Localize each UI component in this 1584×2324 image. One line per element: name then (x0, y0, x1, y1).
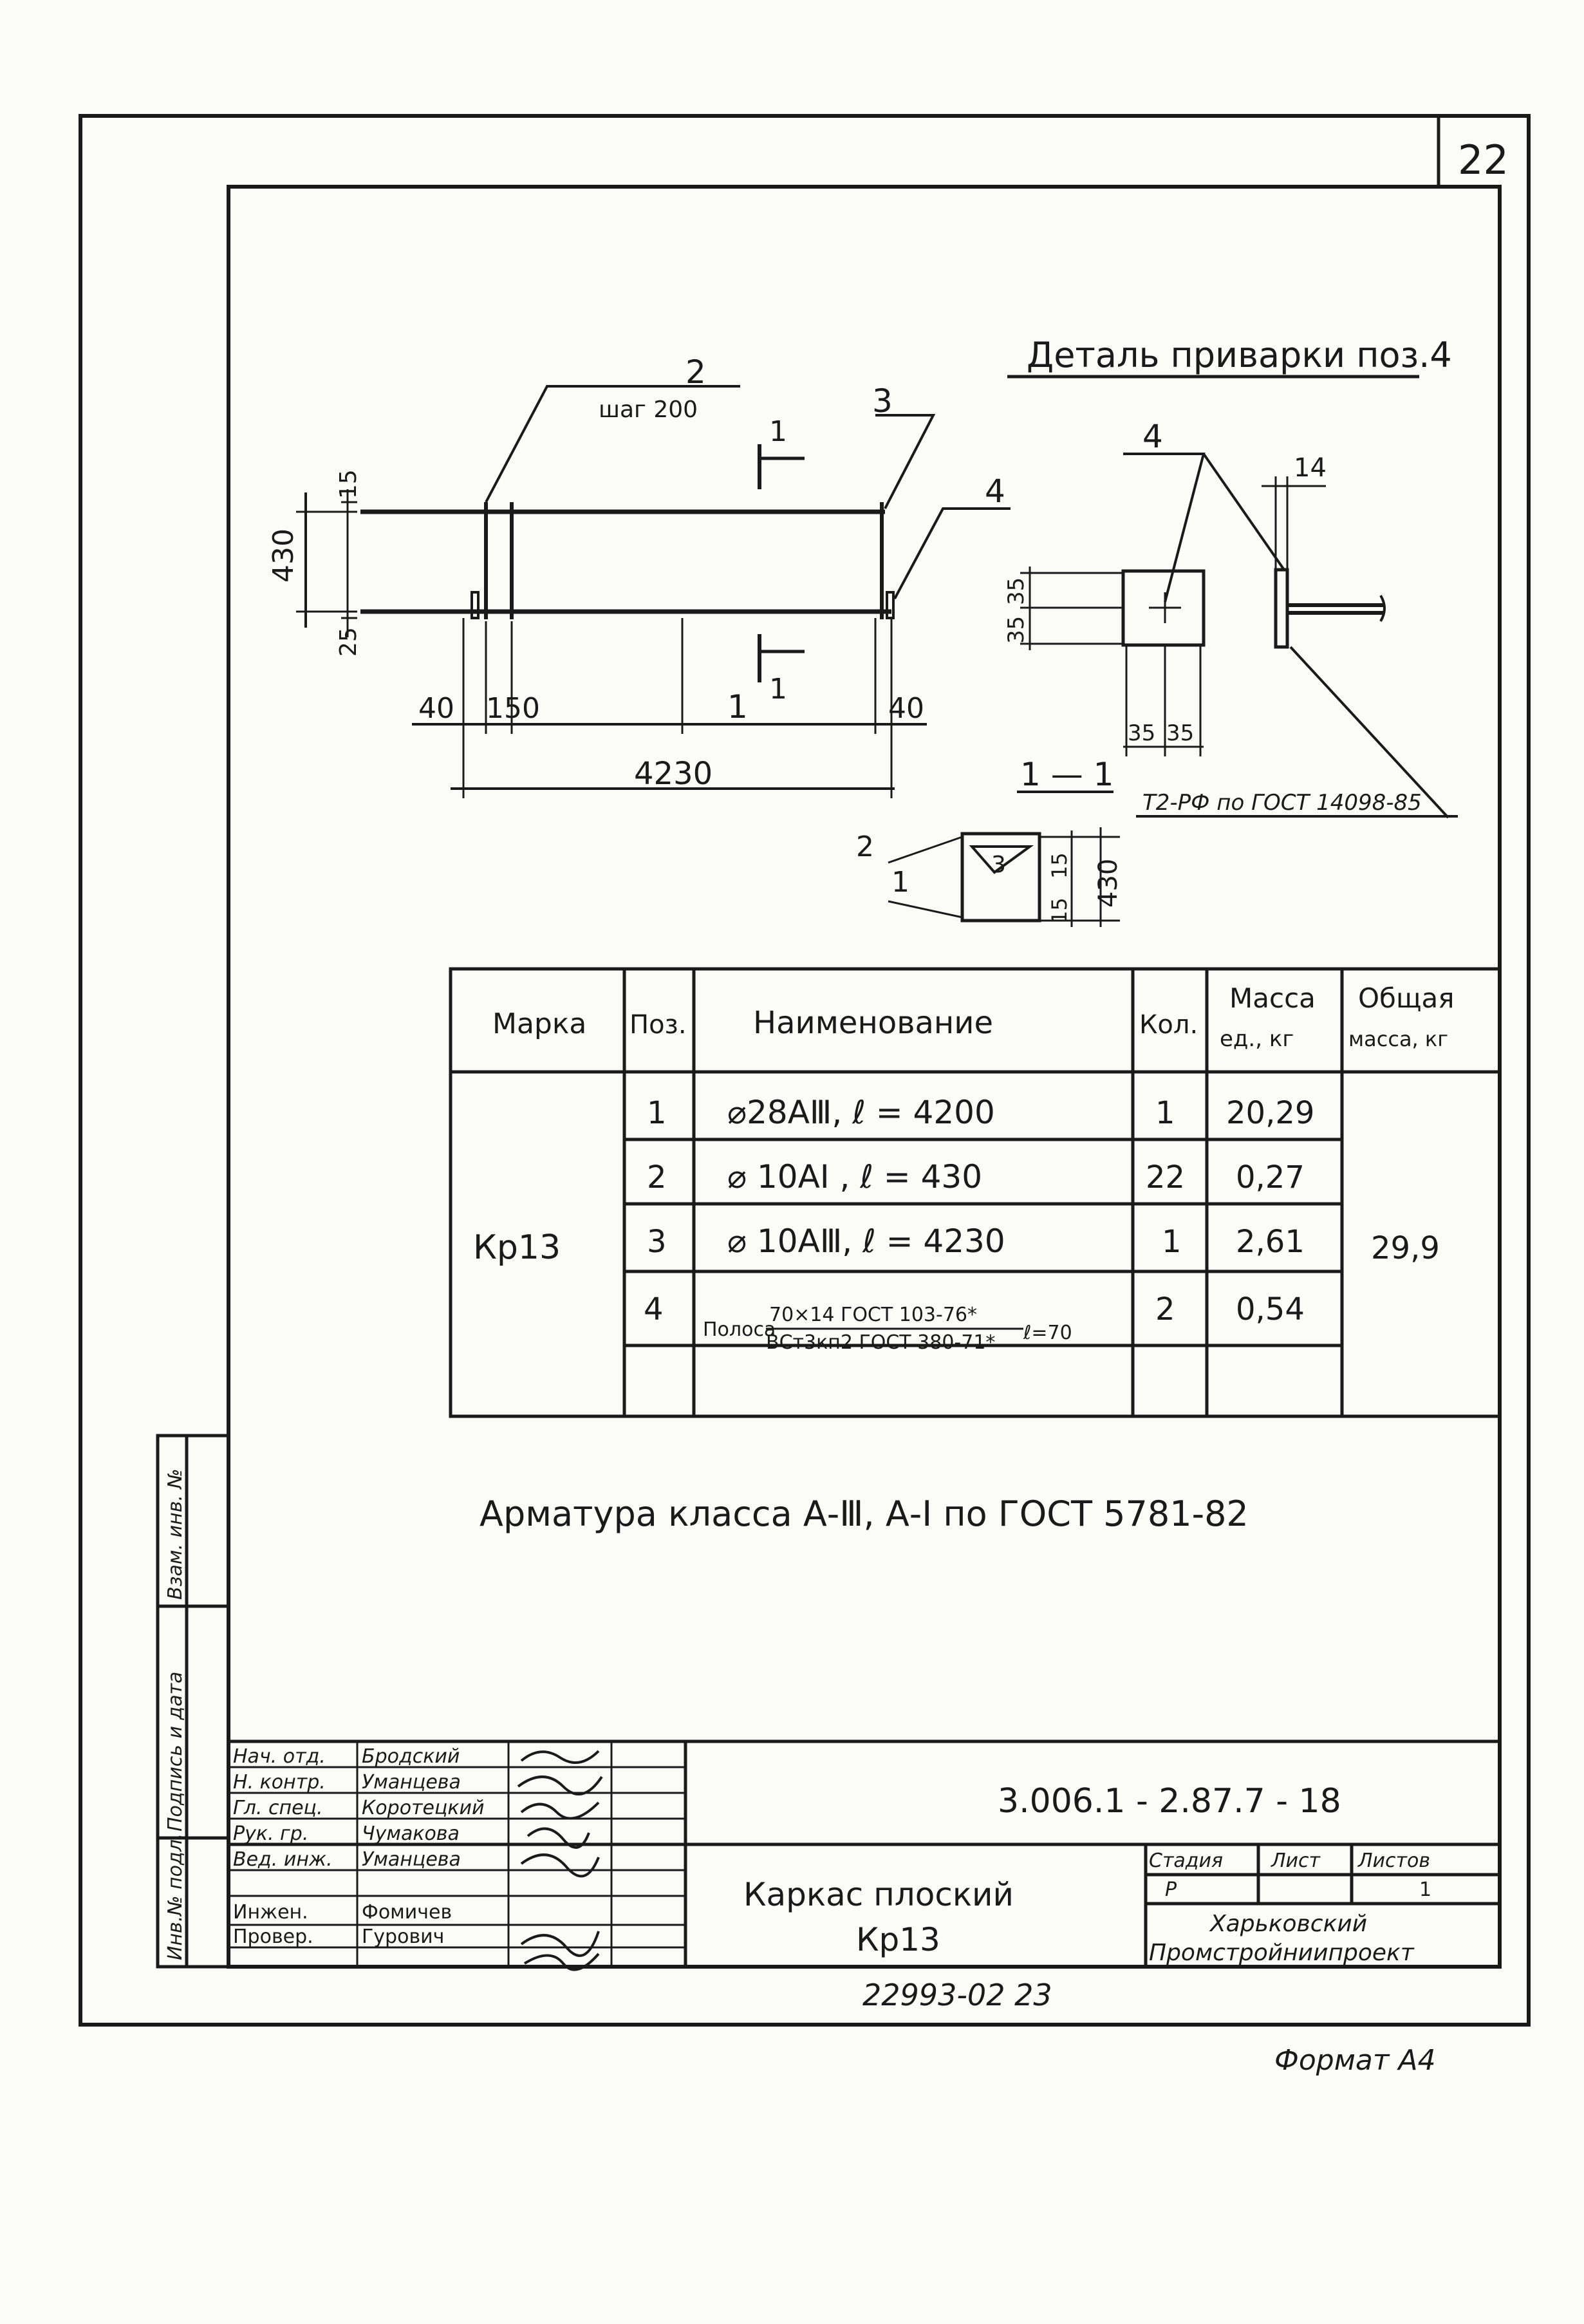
dim-35c: 35 (1128, 720, 1155, 746)
spec-table-grid (449, 967, 1502, 1418)
role-3: Рук. гр. (233, 1823, 308, 1845)
section-pos1: 1 (891, 866, 909, 899)
row3-mass: 2,61 (1236, 1224, 1305, 1260)
reinforcement-note: Арматура класса А-Ⅲ, А-I по ГОСТ 5781-82 (480, 1494, 1249, 1534)
name-0: Бродский (362, 1745, 460, 1768)
header-mark: Марка (492, 1007, 586, 1040)
header-unit-mass-1: Масса (1229, 982, 1316, 1014)
row1-mass: 20,29 (1226, 1095, 1314, 1131)
role-0: Нач. отд. (233, 1745, 326, 1768)
header-total-2: масса, кг (1348, 1027, 1448, 1051)
title-line-1: Каркас плоский (743, 1876, 1014, 1913)
row1-qty: 1 (1155, 1095, 1175, 1131)
header-total-1: Общая (1358, 982, 1455, 1014)
sheet-header: Лист (1271, 1850, 1321, 1872)
header-pos: Поз. (629, 1010, 687, 1040)
dim-14: 14 (1294, 453, 1327, 483)
dim-35b: 35 (1003, 616, 1029, 644)
section-1-1 (888, 791, 1120, 927)
row4-name-bottom: ВСт3кп2 ГОСТ 380-71* (766, 1331, 995, 1354)
name-4: Уманцева (362, 1848, 461, 1871)
side-stamp-cell1: Взам. инв. № (164, 1468, 187, 1600)
pos1-label: 1 (727, 688, 748, 726)
header-unit-mass-2: ед., кг (1220, 1026, 1294, 1052)
row2-name: ⌀ 10АI , ℓ = 430 (727, 1158, 982, 1195)
role-2: Гл. спец. (233, 1797, 322, 1819)
row3-pos: 3 (647, 1224, 667, 1260)
dim-25: 25 (335, 627, 362, 657)
detail-title: Деталь приварки поз.4 (1027, 335, 1452, 375)
row1-pos: 1 (647, 1095, 667, 1131)
title-line-2: Кр13 (856, 1921, 940, 1958)
sheet-number: 22 (1458, 136, 1509, 183)
section-pos3: 3 (991, 852, 1006, 878)
total-mass: 29,9 (1371, 1230, 1440, 1266)
section-mark-top: 1 (769, 415, 787, 448)
pos2-step: шаг 200 (599, 397, 698, 423)
bottom-number: 22993-02 23 (862, 1978, 1052, 2012)
dim-430: 430 (267, 529, 300, 583)
role-6: Инжен. (233, 1901, 308, 1924)
dim-35a: 35 (1003, 577, 1029, 605)
pos4-label: 4 (985, 473, 1005, 510)
name-3: Чумакова (362, 1823, 460, 1845)
document-code: 3.006.1 - 2.87.7 - 18 (998, 1782, 1341, 1821)
row3-name: ⌀ 10АⅢ, ℓ = 4230 (727, 1223, 1005, 1260)
format-label: Формат А4 (1274, 2044, 1436, 2077)
pos2-label: 2 (685, 353, 706, 391)
row2-mass: 0,27 (1236, 1159, 1305, 1195)
section-pos2: 2 (856, 830, 874, 863)
role-1: Н. контр. (233, 1771, 326, 1794)
stage-header: Стадия (1149, 1850, 1223, 1872)
row2-pos: 2 (647, 1159, 667, 1195)
dim-40-right: 40 (888, 692, 924, 725)
section-title: 1 — 1 (1020, 756, 1113, 793)
outer-frame (79, 114, 1531, 2027)
dim-35d: 35 (1166, 720, 1194, 746)
org-line-1: Харьковский (1209, 1911, 1367, 1937)
row1-name: ⌀28АⅢ, ℓ = 4200 (727, 1094, 995, 1131)
mark-value: Кр13 (473, 1228, 561, 1267)
section-dim-430: 430 (1094, 859, 1123, 908)
dim-40-left: 40 (418, 692, 454, 725)
row4-mass: 0,54 (1236, 1291, 1305, 1327)
row3-qty: 1 (1162, 1224, 1182, 1260)
row4-qty: 2 (1155, 1291, 1175, 1327)
name-1: Уманцева (362, 1771, 461, 1794)
detail-pos4: 4 (1142, 418, 1163, 455)
main-view (296, 385, 1011, 798)
header-name: Наименование (753, 1005, 993, 1041)
header-qty: Кол. (1139, 1010, 1198, 1040)
section-mark-bottom: 1 (769, 673, 787, 706)
weld-detail-view (1007, 375, 1458, 819)
sheets-value: 1 (1419, 1879, 1431, 1901)
org-line-2: Промстройниипроект (1149, 1940, 1415, 1966)
title-block-grid (228, 1739, 1500, 1967)
side-stamp-grid (156, 1434, 230, 1969)
dim-15: 15 (335, 469, 362, 499)
row4-name-prefix: Полоса (703, 1318, 776, 1341)
side-stamp-cell3: Инв.№ подл. (164, 1833, 187, 1960)
row4-name-suffix: ℓ=70 (1023, 1322, 1072, 1344)
row2-qty: 22 (1146, 1159, 1185, 1195)
signatures (517, 1750, 603, 1971)
stage-value: Р (1165, 1879, 1177, 1901)
name-7: Гурович (362, 1926, 444, 1948)
role-7: Провер. (233, 1926, 313, 1948)
section-dim-15a: 15 (1047, 852, 1072, 879)
dim-150: 150 (486, 692, 540, 725)
name-2: Коротецкий (362, 1797, 485, 1819)
row4-name-top: 70×14 ГОСТ 103-76* (769, 1304, 977, 1326)
weld-note: Т2-РФ по ГОСТ 14098-85 (1142, 790, 1422, 816)
side-stamp-cell2: Подпись и дата (164, 1672, 187, 1832)
name-6: Фомичев (362, 1901, 452, 1924)
pos3-label: 3 (872, 382, 893, 420)
row4-pos: 4 (644, 1291, 664, 1327)
dim-4230: 4230 (634, 756, 713, 792)
role-4: Вед. инж. (233, 1848, 333, 1871)
section-dim-15b: 15 (1047, 897, 1072, 924)
sheets-header: Листов (1357, 1850, 1430, 1872)
